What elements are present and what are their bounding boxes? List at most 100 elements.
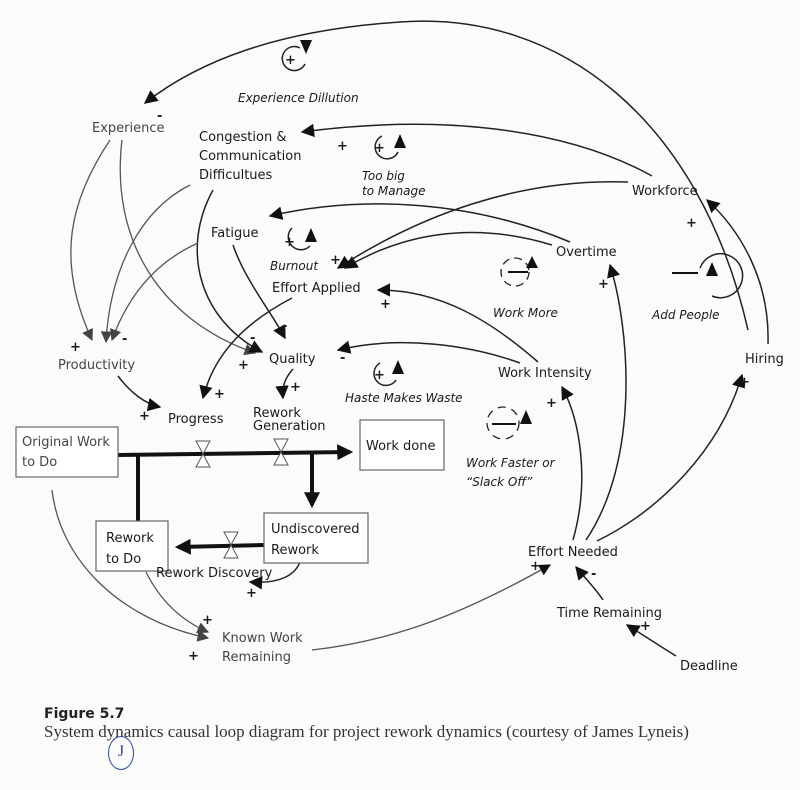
stock-label: Original Work — [22, 435, 110, 450]
polarity-hiring-workforce: + — [686, 216, 697, 231]
link-productivity-progress — [117, 375, 162, 412]
polarity-undiscovered-rework-discovery: + — [246, 586, 257, 601]
var-congestion: Communication — [199, 149, 301, 164]
link-undiscovered-rework-discovery — [248, 561, 301, 590]
loop-label-work-faster: Work Faster or — [466, 456, 556, 470]
var-effort-needed: Effort Needed — [528, 545, 618, 560]
loop-label-haste-makes-waste: Haste Makes Waste — [345, 391, 463, 405]
polarity-work-intensity-effort-applied: + — [380, 297, 391, 312]
polarity-deadline-time-remaining: + — [640, 619, 651, 634]
var-rework-generation: Generation — [253, 419, 326, 434]
var-work-intensity: Work Intensity — [498, 366, 592, 381]
stock-original-work-to-do — [15, 426, 119, 478]
causal-loop-diagram: + + + + — [15, 20, 784, 674]
link-effort-needed-work-intensity — [561, 385, 583, 541]
loop-too-big-to-manage: + — [374, 134, 406, 160]
polarity-known-work-effort-needed: + — [530, 559, 541, 574]
var-rework-generation: Rework — [253, 406, 301, 421]
var-known-work-remaining: Known Work — [222, 631, 303, 646]
polarity-effort-needed-hiring: + — [739, 375, 750, 390]
var-overtime: Overtime — [556, 245, 617, 260]
link-effort-needed-hiring — [596, 373, 746, 542]
polarity-workforce-effort-applied: + — [330, 253, 341, 268]
link-congestion-productivity — [100, 184, 191, 344]
polarity-congestion-productivity: - — [122, 332, 127, 347]
stock-label: Work done — [366, 439, 436, 454]
link-overtime-effort-applied — [343, 231, 553, 269]
var-workforce: Workforce — [632, 184, 698, 199]
polarity-fatigue-quality: - — [282, 319, 287, 334]
polarity-effort-applied-progress: + — [214, 387, 225, 402]
loop-work-faster-or-slack-off — [486, 406, 532, 440]
var-deadline: Deadline — [680, 659, 738, 674]
valve-rework-generation — [273, 438, 289, 466]
link-effort-needed-overtime — [585, 263, 627, 541]
loop-burnout: + — [284, 227, 317, 251]
var-productivity: Productivity — [58, 358, 135, 373]
loop-label-too-big: Too big — [362, 169, 405, 183]
link-known-work-effort-needed — [311, 564, 552, 651]
valve-progress — [195, 440, 211, 468]
loop-label-experience-dillution: Experience Dillution — [238, 91, 359, 105]
stock-label: to Do — [22, 455, 57, 470]
link-quality-rework-generation — [275, 368, 294, 400]
var-congestion: Difficultues — [199, 168, 273, 183]
link-workforce-congestion — [300, 123, 653, 177]
stock-label: Rework — [106, 531, 154, 546]
link-work-intensity-effort-applied — [376, 283, 539, 363]
var-time-remaining: Time Remaining — [556, 606, 662, 621]
link-experience-quality — [119, 139, 257, 356]
link-effort-applied-progress — [199, 297, 293, 400]
polarity-effort-needed-overtime: + — [598, 277, 609, 292]
link-fatigue-productivity — [110, 242, 199, 342]
loop-label-too-big: to Manage — [362, 184, 426, 198]
stock-label: Undiscovered — [271, 522, 360, 537]
link-experience-productivity — [70, 139, 111, 342]
polarity-original-work-known-work: + — [188, 649, 199, 664]
loop-experience-dillution: + — [281, 40, 312, 72]
polarity-congestion-quality: - — [250, 331, 255, 346]
stock-label: to Do — [106, 552, 141, 567]
polarity-effort-needed-work-intensity: + — [546, 396, 557, 411]
link-fatigue-quality — [232, 244, 286, 340]
figure-caption: System dynamics causal loop diagram for … — [44, 722, 689, 741]
svg-text:+: + — [374, 141, 385, 156]
loop-label-work-more: Work More — [493, 306, 558, 320]
polarity-time-remaining-effort-needed: - — [591, 567, 596, 582]
polarity-productivity-progress: + — [139, 409, 150, 424]
link-hiring-workforce — [706, 199, 769, 345]
var-effort-applied: Effort Applied — [272, 281, 361, 296]
stock-rework-to-do — [95, 520, 169, 572]
svg-text:+: + — [285, 53, 296, 68]
var-congestion: Congestion & — [199, 130, 286, 145]
var-quality: Quality — [269, 352, 316, 367]
stock-work-done — [359, 419, 445, 471]
loop-label-add-people: Add People — [651, 308, 720, 322]
var-fatigue: Fatigue — [211, 226, 258, 241]
link-time-remaining-effort-needed — [575, 565, 604, 601]
flow-rework-discovery — [174, 538, 265, 555]
polarity-experience-quality: + — [238, 358, 249, 373]
polarity-workforce-congestion: + — [337, 139, 348, 154]
polarity-quality-rework-generation: + — [290, 380, 301, 395]
var-known-work-remaining: Remaining — [222, 650, 291, 665]
figure-title: Figure 5.7 — [44, 706, 125, 722]
var-hiring: Hiring — [745, 352, 784, 367]
polarity-work-intensity-quality: - — [340, 351, 345, 366]
var-experience: Experience — [92, 121, 165, 136]
link-deadline-time-remaining — [625, 624, 677, 657]
link-original-work-known-work — [51, 489, 210, 642]
loop-haste-makes-waste: + — [373, 360, 404, 387]
polarity-workforce-experience: - — [157, 109, 162, 124]
handwritten-mark: J — [108, 736, 134, 770]
loop-label-work-faster: “Slack Off” — [466, 475, 533, 489]
link-congestion-quality — [196, 189, 264, 353]
loop-add-people — [672, 253, 744, 299]
polarity-rework-to-do-known-work: + — [202, 613, 213, 628]
flow-original-to-done — [117, 444, 354, 461]
loop-work-more — [500, 256, 538, 287]
link-workforce-experience — [143, 20, 749, 331]
loop-label-burnout: Burnout — [270, 259, 319, 273]
stock-undiscovered-rework — [263, 512, 369, 564]
link-rework-to-do-known-work — [145, 571, 210, 634]
